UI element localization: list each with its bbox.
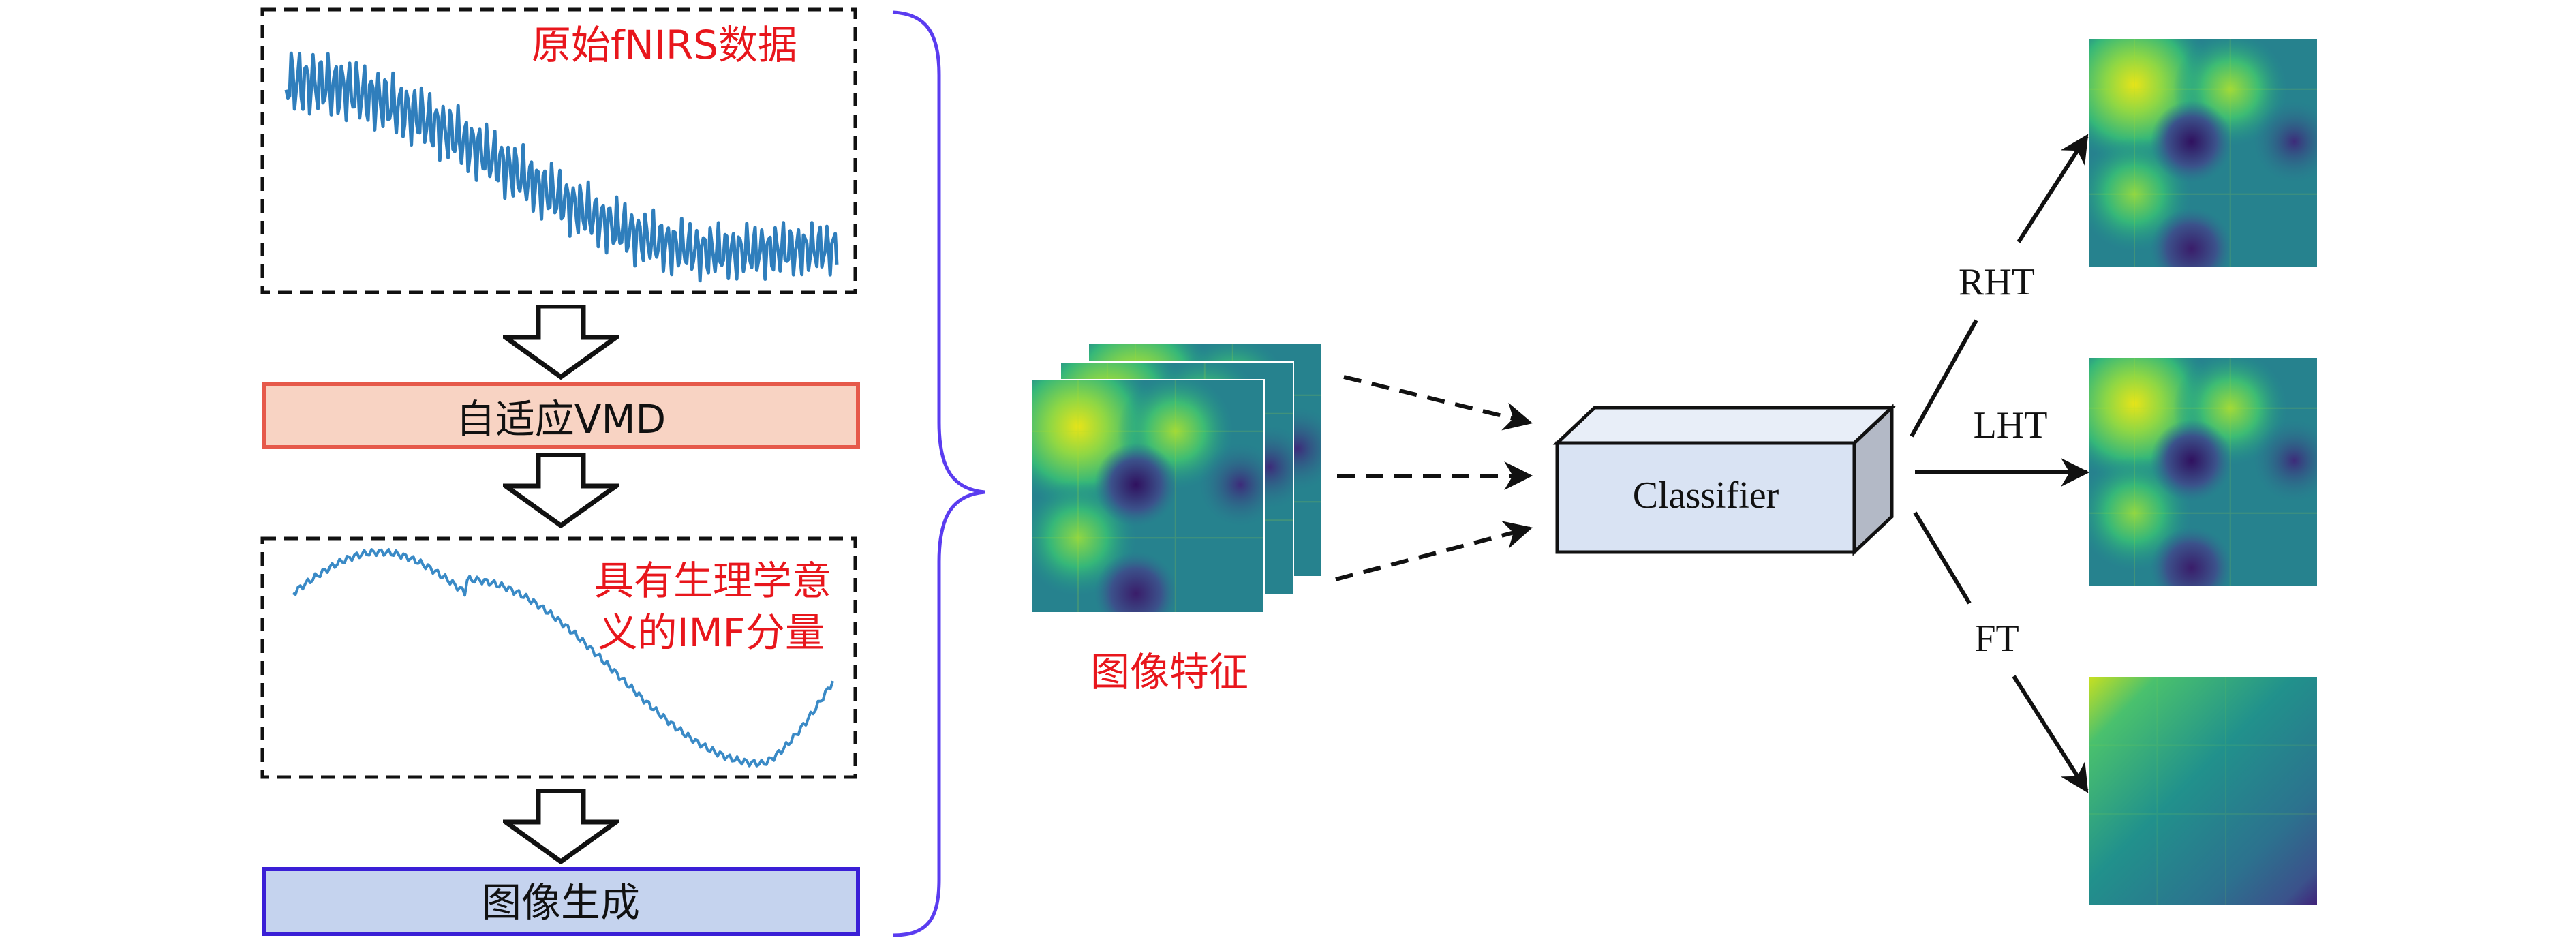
imf-label-line1: 具有生理学意 [594, 558, 831, 604]
heatmap-rht [2089, 39, 2317, 267]
down-arrow-icon [506, 306, 616, 377]
output-label-rht: RHT [1959, 261, 2035, 303]
heatmap-lht [2089, 358, 2317, 586]
feature-map-front [1030, 379, 1265, 613]
down-arrow-icon [506, 455, 616, 526]
image-generation-step: 图像生成 [262, 867, 860, 936]
classifier-block: Classifier [1552, 404, 1897, 556]
heatmap-ft [2089, 677, 2317, 905]
output-label-lht: LHT [1974, 404, 2048, 446]
raw-data-label: 原始fNIRS数据 [532, 22, 797, 68]
grouping-brace [892, 10, 985, 937]
image-generation-label: 图像生成 [482, 879, 640, 926]
image-features-label: 图像特征 [1090, 649, 1248, 695]
raw-fnirs-signal [284, 51, 839, 283]
down-arrow-icon [506, 791, 616, 862]
imf-label-line2: 义的IMF分量 [598, 609, 825, 656]
classifier-label: Classifier [1633, 474, 1779, 517]
imf-component-signal [292, 548, 834, 768]
feature-to-classifier-arrows [1335, 375, 1533, 581]
imf-panel: 具有生理学意 义的IMF分量 [260, 536, 857, 779]
vmd-step: 自适应VMD [262, 382, 860, 449]
output-label-ft: FT [1974, 618, 2019, 660]
vmd-label: 自适应VMD [456, 396, 666, 442]
image-feature-stack: 图像特征 [1030, 343, 1322, 695]
raw-data-panel: 原始fNIRS数据 [260, 7, 857, 294]
output-arrows [1910, 134, 2090, 793]
